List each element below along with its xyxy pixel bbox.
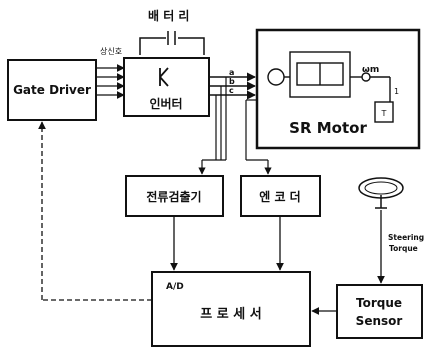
processor-block (151, 271, 311, 347)
gate-driver-label: Gate Driver (13, 83, 91, 97)
gate-signal-arrows (96, 64, 125, 99)
battery-symbol (139, 31, 205, 55)
current-tap-lines (198, 77, 227, 175)
torque-sensor-label-line2: Sensor (356, 314, 403, 328)
sensor-to-processor-arrows (170, 216, 284, 271)
motor-drawing (267, 51, 394, 123)
phase-lines (209, 72, 256, 100)
phase-label-c: c (229, 86, 234, 95)
processor-to-gate-driver-line (38, 121, 152, 301)
phase-label-a: a (229, 68, 234, 77)
ad-label: A/D (166, 282, 184, 292)
inverter-label: 인버터 (149, 96, 182, 111)
motor-label: SR Motor (289, 119, 367, 137)
torque-sensor-label-line1: Torque (356, 296, 402, 310)
steering-wheel-icon (358, 177, 404, 209)
motor-load-label: T (381, 109, 387, 118)
encoder-block (240, 175, 321, 217)
encoder-label: 엔 코 더 (259, 189, 300, 204)
gate-signal-label: 상신호 (100, 46, 122, 56)
battery-label: 배 터 리 (148, 8, 189, 23)
processor-label: 프 로 세 서 (200, 307, 261, 322)
motor-omega-label: ωm (362, 65, 379, 75)
current-sensor-label: 전류검출기 (146, 189, 201, 204)
steering-torque-label-line1: Steering (388, 233, 424, 242)
current-sensor-block (125, 175, 224, 217)
motor-gear-label: 1 (394, 87, 399, 96)
sr-motor-block (255, 28, 421, 150)
inverter-block (123, 57, 210, 117)
switch-icon (159, 67, 169, 87)
torque-sensor-block (336, 284, 423, 339)
encoder-feedback-line (245, 99, 272, 175)
phase-label-b: b (229, 77, 235, 86)
steering-torque-label-line2: Torque (389, 244, 418, 253)
gate-driver-block (7, 59, 97, 121)
